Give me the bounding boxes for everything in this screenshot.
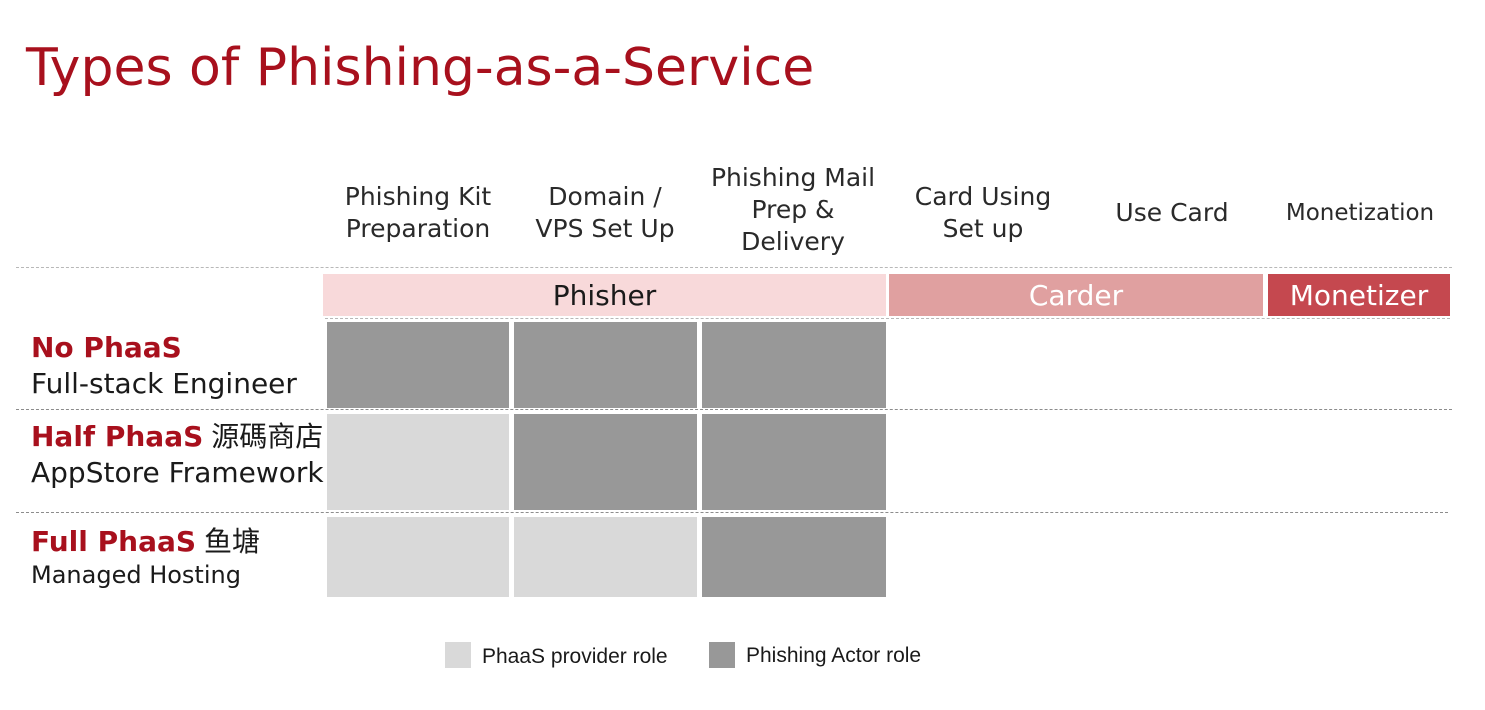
- row-divider-2: [16, 512, 1448, 513]
- cell-r1-c0: [327, 414, 509, 510]
- cell-r1-c1: [514, 414, 697, 510]
- header-divider: [16, 267, 1452, 268]
- column-header-phishing-mail: Phishing Mail Prep & Delivery: [710, 163, 876, 256]
- role-band-label: Phisher: [552, 278, 657, 312]
- column-header-card-setup: Card Using Set up: [914, 181, 1052, 243]
- column-header-phishing-kit: Phishing Kit Preparation: [344, 181, 492, 243]
- column-header-monetization: Monetization: [1285, 199, 1435, 226]
- legend-swatch-actor: [709, 642, 735, 668]
- cell-r2-c0: [327, 517, 509, 597]
- legend-label-provider: PhaaS provider role: [482, 645, 668, 668]
- cell-r0-c1: [514, 322, 697, 408]
- role-band-label: Carder: [1028, 278, 1124, 312]
- row-subtitle: AppStore Framework: [31, 456, 324, 489]
- row-name-chinese: 鱼塘: [204, 525, 261, 558]
- row-label-no-phaas: No PhaaS Full-stack Engineer: [31, 330, 297, 402]
- role-band-phisher: Phisher: [323, 274, 886, 316]
- column-header-use-card: Use Card: [1115, 197, 1229, 227]
- row-name-chinese: 源碼商店: [211, 420, 324, 453]
- row-subtitle: Managed Hosting: [31, 561, 241, 589]
- cell-r2-c2: [702, 517, 886, 597]
- cell-r1-c2: [702, 414, 886, 510]
- role-band-divider: [325, 318, 1450, 319]
- cell-r2-c1: [514, 517, 697, 597]
- row-divider-1: [16, 409, 1452, 410]
- row-name: No PhaaS: [31, 331, 182, 364]
- cell-r0-c0: [327, 322, 509, 408]
- row-subtitle: Full-stack Engineer: [31, 367, 297, 400]
- legend-swatch-provider: [445, 642, 471, 668]
- role-band-monetizer: Monetizer: [1268, 274, 1450, 316]
- legend-label-actor: Phishing Actor role: [746, 644, 922, 667]
- cell-r0-c2: [702, 322, 886, 408]
- role-band-carder: Carder: [889, 274, 1263, 316]
- role-band-label: Monetizer: [1289, 278, 1429, 312]
- column-header-domain-vps: Domain / VPS Set Up: [535, 181, 675, 243]
- page-title: Types of Phishing-as-a-Service: [26, 38, 815, 98]
